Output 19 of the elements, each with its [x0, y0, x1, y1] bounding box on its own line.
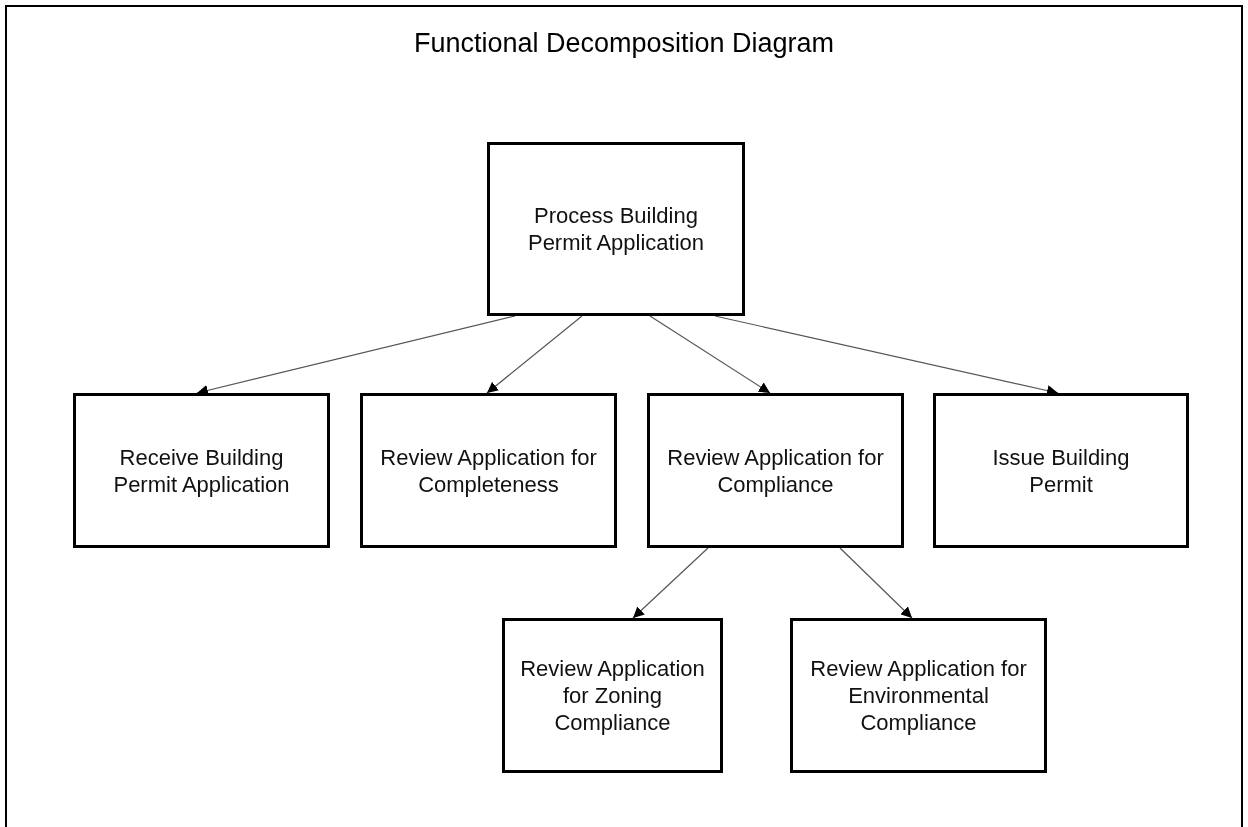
- process-label: Receive Building Permit Application: [112, 443, 291, 498]
- process-box: [502, 618, 723, 773]
- process-label: Review Application for Completeness: [379, 443, 598, 498]
- process-box: [790, 618, 1047, 773]
- process-box: [933, 393, 1189, 548]
- process-label: Review Application for Environmental Compliance: [809, 655, 1028, 736]
- process-label: Review Application for Zoning Compliance: [519, 655, 706, 736]
- process-box: [647, 393, 904, 548]
- process-label: Process Building Permit Application: [526, 202, 706, 256]
- arrow: [486, 315, 583, 394]
- process-label: Issue Building Permit: [991, 443, 1131, 498]
- process-label: Review Application for Compliance: [666, 443, 885, 498]
- diagram-title: Functional Decomposition Diagram: [412, 28, 836, 59]
- arrow: [649, 315, 771, 394]
- process-box: [487, 142, 745, 316]
- arrow: [839, 547, 913, 619]
- arrow: [632, 547, 709, 619]
- process-box: [360, 393, 617, 548]
- process-box: [73, 393, 330, 548]
